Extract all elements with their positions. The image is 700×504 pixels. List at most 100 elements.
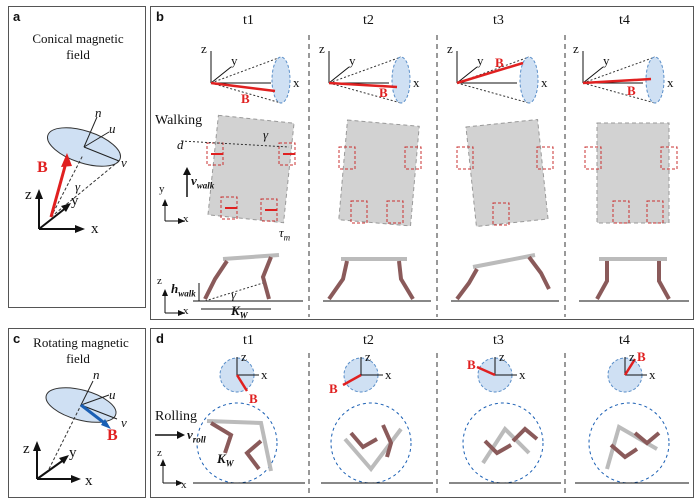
cone-t2-z: z — [319, 41, 325, 56]
cone-t4-b: B — [627, 83, 636, 98]
d-t2-b: B — [329, 381, 338, 396]
cone-t4-y: y — [603, 53, 610, 68]
walking-label: Walking — [155, 113, 203, 128]
d-z-axis-label: z — [157, 447, 162, 459]
d-time-label-t2: t2 — [363, 333, 374, 348]
k-w-label: KW — [231, 303, 248, 321]
v-walk-label: vwalk — [191, 173, 215, 191]
d-t2-x: x — [385, 367, 392, 382]
panel-a-label: a — [13, 9, 21, 24]
d-t3-z: z — [499, 349, 505, 364]
c-b-label: B — [107, 427, 118, 444]
cone-t1-y: y — [231, 53, 238, 68]
c-v-label: v — [121, 415, 127, 430]
cone-t1-z: z — [201, 41, 207, 56]
u-label: u — [109, 121, 116, 136]
panel-a-title-2: field — [66, 47, 90, 62]
d-t4-z: z — [629, 349, 635, 364]
gamma-label: γ — [75, 179, 81, 194]
time-label-t4: t4 — [619, 13, 630, 28]
y-axis-label: y — [71, 193, 79, 209]
d-time-label-t3: t3 — [493, 333, 504, 348]
field-circle-t1 — [219, 357, 259, 393]
d-t1-z: z — [241, 349, 247, 364]
side-z-axis-label: z — [157, 275, 162, 287]
robot-top-t1 — [180, 114, 296, 224]
cone-t1 — [210, 51, 291, 104]
panel-c: c Rotating magnetic field n u v B z y x — [8, 328, 146, 498]
d-t3-b: B — [467, 357, 476, 372]
cone-t1-b: B — [241, 91, 250, 106]
cone-t2-x: x — [413, 75, 420, 90]
d-k-w-label: KW — [217, 451, 234, 469]
time-label-t2: t2 — [363, 13, 374, 28]
robot-top-t2 — [338, 119, 422, 227]
n-label: n — [95, 105, 102, 120]
field-circle-t3 — [476, 357, 517, 393]
robot-top-t4 — [584, 122, 678, 224]
d-t1-b: B — [249, 391, 258, 406]
field-circle-t4 — [607, 357, 647, 393]
d-t4-b: B — [637, 349, 646, 364]
panel-c-title-2: field — [66, 351, 90, 366]
robot-side-t4 — [579, 257, 689, 302]
robot-top-t3 — [456, 118, 554, 228]
panel-d: d t1 t2 t3 t4 — [150, 328, 694, 498]
cone-t3-b: B — [495, 55, 504, 70]
panel-a-title-1: Conical magnetic — [32, 31, 124, 46]
cone-t2-b: B — [379, 85, 388, 100]
d-t2-z: z — [365, 349, 371, 364]
b-field-label: B — [37, 159, 48, 176]
conical-field-diagram — [35, 116, 121, 233]
c-z-label: z — [23, 441, 30, 457]
cone-t3-x: x — [541, 75, 548, 90]
rolling-robot-t1 — [196, 402, 278, 484]
rotating-field-diagram — [33, 380, 118, 483]
walk-x-axis-label: x — [183, 213, 189, 225]
cone-t4 — [582, 51, 665, 104]
d-t4-x: x — [649, 367, 656, 382]
v-roll-label: vroll — [187, 427, 206, 445]
d-label: d — [177, 137, 184, 152]
walking-sequence-diagram — [162, 35, 689, 317]
d-x-axis-label: x — [181, 479, 187, 491]
rolling-robot-t3 — [462, 402, 544, 484]
walk-gamma-label: γ — [263, 127, 269, 142]
side-gamma-label: γ — [231, 287, 237, 302]
robot-side-t1 — [193, 253, 303, 310]
c-u-label: u — [109, 387, 116, 402]
cone-t3 — [456, 51, 539, 104]
cone-t1-x: x — [293, 75, 300, 90]
cone-t4-x: x — [667, 75, 674, 90]
side-x-axis-label: x — [183, 305, 189, 317]
panel-b-label: b — [156, 9, 164, 24]
rolling-robot-t2 — [330, 402, 412, 484]
x-axis-label: x — [91, 221, 99, 237]
panel-a: a Conical magnetic field n u v B γ z y x — [8, 6, 146, 308]
cone-t2-y: y — [349, 53, 356, 68]
panel-c-label: c — [13, 331, 21, 346]
z-axis-label: z — [25, 187, 32, 203]
c-x-label: x — [85, 473, 93, 489]
d-t3-x: x — [519, 367, 526, 382]
rolling-label: Rolling — [155, 409, 198, 424]
h-walk-label: hwalk — [171, 281, 196, 299]
rolling-robot-t4 — [588, 402, 670, 484]
cone-t4-z: z — [573, 41, 579, 56]
cone-t3-y: y — [477, 53, 484, 68]
d-time-label-t1: t1 — [243, 333, 254, 348]
c-y-label: y — [69, 445, 77, 461]
d-t1-x: x — [261, 367, 268, 382]
field-circle-t2 — [342, 357, 383, 393]
panel-c-title-1: Rotating magnetic — [33, 335, 129, 350]
c-n-label: n — [93, 367, 100, 382]
cone-t2 — [328, 51, 411, 104]
time-label-t3: t3 — [493, 13, 504, 28]
v-label: v — [121, 155, 127, 170]
time-label-t1: t1 — [243, 13, 254, 28]
panel-b: b t1 t2 t3 t4 — [150, 6, 694, 321]
robot-side-t3 — [451, 253, 559, 302]
robot-side-t2 — [323, 257, 431, 302]
d-time-label-t4: t4 — [619, 333, 630, 348]
panel-d-label: d — [156, 331, 164, 346]
